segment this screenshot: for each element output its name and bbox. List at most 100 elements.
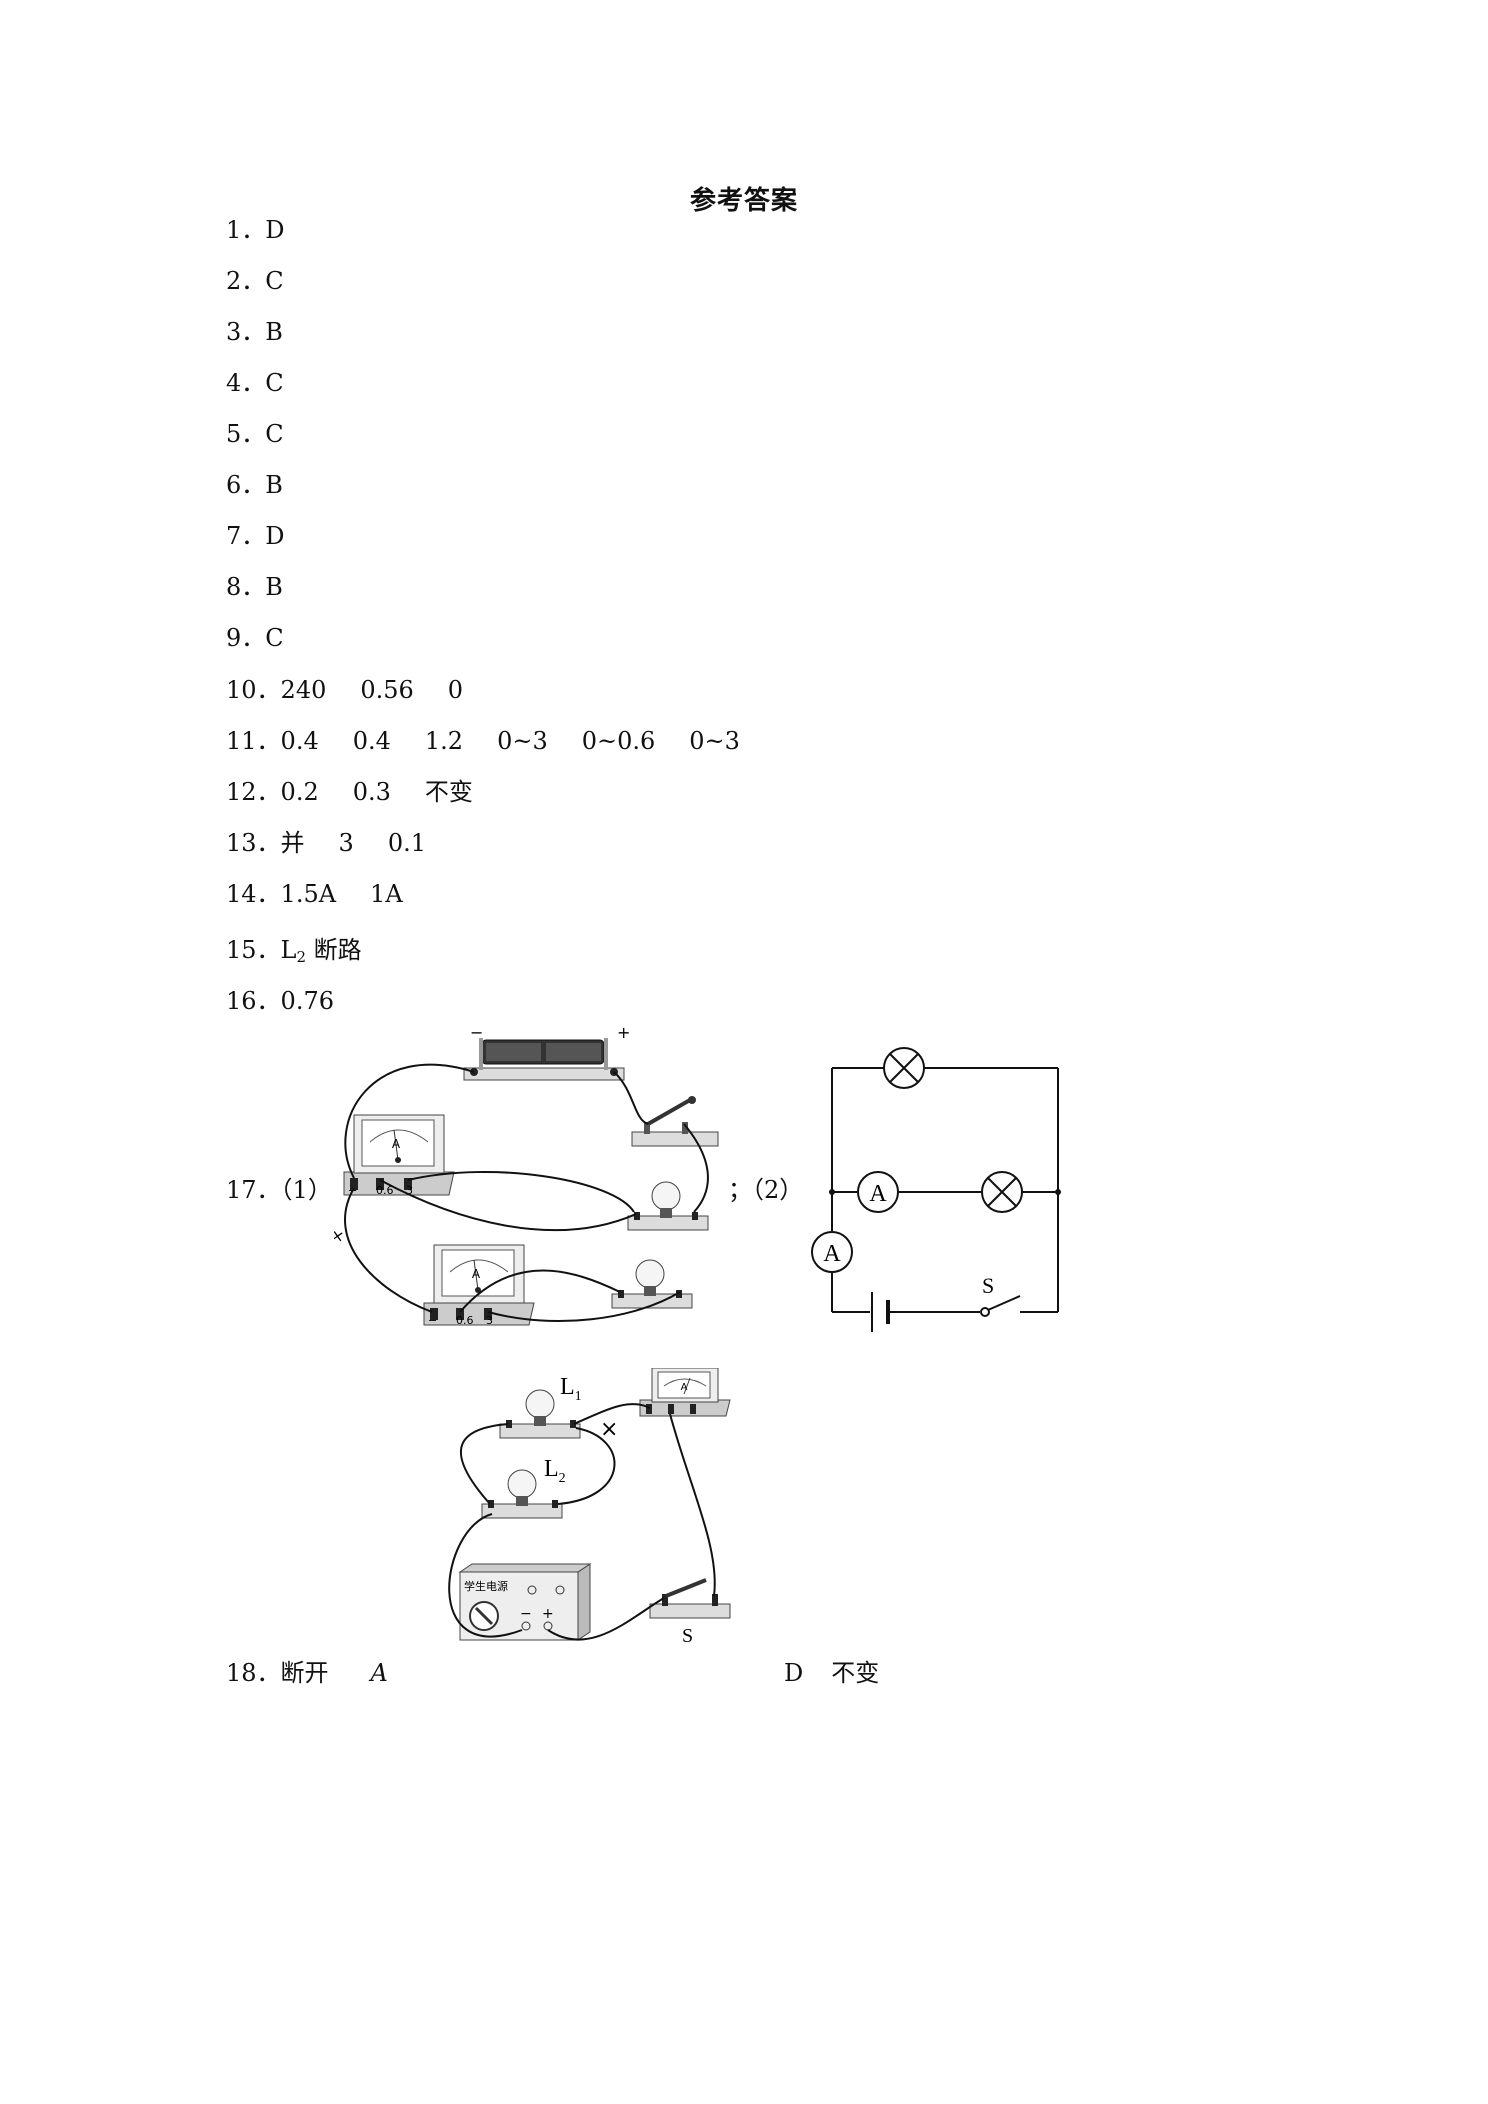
part-label: （1） <box>280 1176 332 1204</box>
battery-box <box>463 1038 625 1081</box>
wires <box>448 1403 716 1641</box>
answer-part: 断开 <box>280 1659 329 1687</box>
question-number: 15． <box>226 936 281 964</box>
question-number: 7． <box>226 522 266 550</box>
ammeter-symbol-branch <box>857 1171 899 1213</box>
switch <box>649 1578 731 1619</box>
minus-sign: − <box>470 1023 483 1042</box>
question-number: 18． <box>226 1659 281 1687</box>
question-number: 1． <box>226 216 266 244</box>
answer-row: 9．C <box>226 624 284 652</box>
l1-label: L1 <box>560 1374 582 1404</box>
answer-part: 0.4 <box>280 727 319 755</box>
question-number: 13． <box>226 829 281 857</box>
answer-part: L2 断路 <box>280 936 362 966</box>
answer-row: 8．B <box>226 573 283 601</box>
meter-letter: A <box>681 1382 688 1393</box>
answer-part: 0~0.6 <box>581 727 656 755</box>
question-number: 4． <box>226 369 266 397</box>
answer-part: 不变 <box>831 1659 880 1687</box>
question-number: 3． <box>226 318 266 346</box>
lamp-upper <box>627 1181 709 1231</box>
lamp-symbol-top <box>883 1047 925 1089</box>
question-number: 6． <box>226 471 266 499</box>
answer-part: 0.2 <box>280 778 319 806</box>
plus-sign: + <box>617 1023 630 1042</box>
question-number: 2． <box>226 267 266 295</box>
answer-part: 1.2 <box>424 727 464 755</box>
ammeter-label: A <box>823 1241 841 1267</box>
answer-part: C <box>265 267 284 295</box>
ammeter-lower <box>423 1244 535 1326</box>
meter-letter: A <box>472 1267 481 1281</box>
answer-row: 2．C <box>226 267 284 295</box>
lamp-lower <box>611 1259 693 1309</box>
question-number: 14． <box>226 880 281 908</box>
answer-part: 0 <box>447 676 464 704</box>
answer-part: D <box>265 522 285 550</box>
answer-part: 0.3 <box>352 778 391 806</box>
answer-part: B <box>265 471 283 499</box>
question-number: 12． <box>226 778 281 806</box>
answer-part: 不变 <box>424 778 473 806</box>
terminal-label: 3 <box>406 1184 413 1197</box>
answer-part: C <box>265 624 284 652</box>
switch <box>631 1096 719 1147</box>
answer-part: 0.4 <box>352 727 391 755</box>
answer-part: C <box>265 420 284 448</box>
ammeter-label: A <box>869 1181 887 1207</box>
answer-part: 240 <box>280 676 327 704</box>
answer-row-16: 16．0.76 <box>226 987 334 1015</box>
power-supply-label: 学生电源 <box>464 1579 508 1593</box>
answer-part: D <box>784 1659 804 1687</box>
lamp-l1 <box>499 1389 581 1439</box>
ammeter <box>639 1368 731 1417</box>
answer-row: 3．B <box>226 318 283 346</box>
circuit-photo-diagram-17: − + A − 0.6 3 <box>334 1023 719 1327</box>
answer-part: 0~3 <box>497 727 548 755</box>
question-number: 8． <box>226 573 266 601</box>
answer-part: 0~3 <box>689 727 740 755</box>
question-number: 17． <box>226 1176 281 1204</box>
battery-symbol <box>871 1292 890 1332</box>
part-label-2: ；（2） <box>728 1176 804 1204</box>
question-number: 11． <box>226 727 281 755</box>
answer-row: 1．D <box>226 216 285 244</box>
terminal-label: 0.6 <box>376 1184 394 1197</box>
junction-dot <box>829 1189 835 1195</box>
answer-row-15: 15．L2 断路 <box>226 936 362 971</box>
question-number: 16． <box>226 987 281 1015</box>
wires <box>344 1063 709 1323</box>
cross-mark: × <box>600 1417 618 1442</box>
l2-label: L2 <box>544 1456 566 1486</box>
answer-part: 0.56 <box>360 676 414 704</box>
answer-row: 10．240 0.56 0 <box>226 676 463 704</box>
terminal-label: 0.6 <box>456 1314 474 1327</box>
answer-part: 0.76 <box>280 987 334 1015</box>
answer-row-18-continued: D 不变 <box>784 1659 879 1687</box>
ammeter-upper <box>343 1114 455 1196</box>
circuit-photo-diagram-18: L1 L2 A S 学生电源 − + <box>448 1368 731 1647</box>
answer-part: 1.5A <box>280 880 337 908</box>
circuit-schematic-17: A A S <box>811 1047 1061 1332</box>
page-title: 参考答案 <box>689 186 798 216</box>
answer-row-17: 17．（1） <box>226 1176 332 1204</box>
meter-letter: A <box>392 1137 401 1151</box>
lamp-symbol-branch <box>981 1171 1023 1213</box>
terminal-label: − <box>520 1606 532 1622</box>
terminal-label: − <box>428 1314 437 1327</box>
question-number: 10． <box>226 676 281 704</box>
lamp-l2 <box>481 1469 563 1519</box>
answer-part: C <box>265 369 284 397</box>
answer-part: 并 <box>280 829 305 857</box>
answer-row: 4．C <box>226 369 284 397</box>
answer-row: 12．0.2 0.3 不变 <box>226 778 473 806</box>
switch-label: S <box>682 1625 693 1647</box>
question-number: 9． <box>226 624 266 652</box>
switch-label: S <box>982 1273 994 1298</box>
answer-row: 6．B <box>226 471 283 499</box>
junction-dot <box>1055 1189 1061 1195</box>
